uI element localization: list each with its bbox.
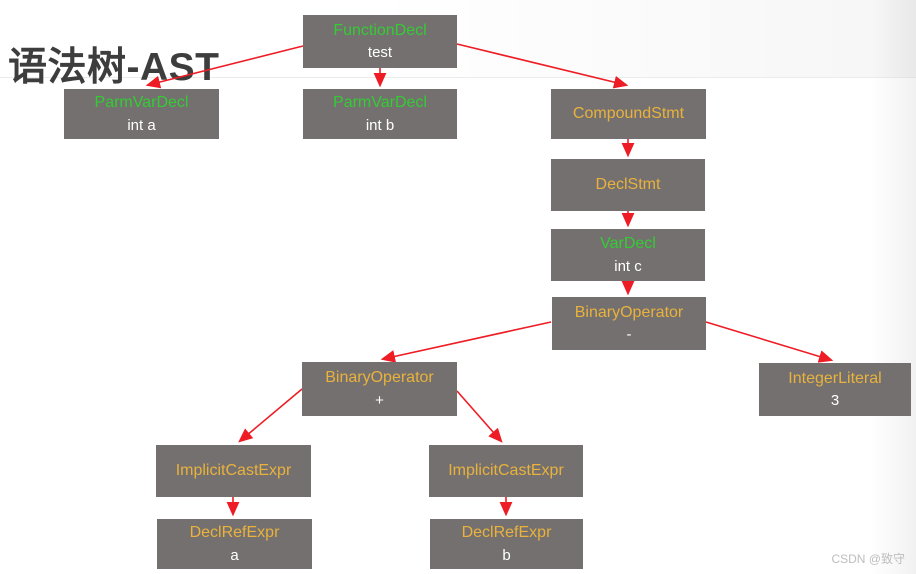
edge-binary-operator-minus-to-integer-literal [705, 321, 834, 363]
ast-node-value: b [502, 546, 511, 564]
ast-node-value: a [230, 546, 239, 564]
watermark: CSDN @致守 [831, 552, 905, 566]
ast-node-var-decl: VarDecl int c [551, 229, 705, 281]
ast-node-label: BinaryOperator [574, 303, 684, 321]
ast-node-decl-stmt: DeclStmt [551, 159, 705, 211]
ast-node-value: - [626, 326, 632, 344]
ast-node-label: ImplicitCastExpr [175, 461, 292, 479]
edge-binary-operator-plus-to-implicit-cast-expr-b [456, 390, 503, 443]
ast-node-value: 3 [830, 392, 840, 410]
ast-node-label: BinaryOperator [325, 369, 434, 387]
ast-node-label: DeclRefExpr [189, 524, 280, 542]
edge-binary-operator-plus-to-implicit-cast-expr-a [238, 388, 303, 443]
edge-function-decl-to-compound-stmt [456, 43, 629, 89]
ast-node-integer-literal: IntegerLiteral 3 [759, 363, 911, 416]
ast-node-value: test [367, 44, 393, 62]
ast-node-compound-stmt: CompoundStmt [551, 89, 706, 139]
ast-node-label: CompoundStmt [572, 104, 685, 122]
ast-node-label: IntegerLiteral [788, 369, 882, 387]
ast-node-decl-ref-expr-a: DeclRefExpr a [157, 519, 312, 569]
ast-node-parm-var-decl-a: ParmVarDecl int a [64, 89, 219, 139]
ast-node-label: ParmVarDecl [333, 94, 427, 112]
edge-binary-operator-minus-to-binary-operator-plus [380, 321, 552, 363]
ast-node-value: int c [614, 257, 642, 275]
ast-node-label: ParmVarDecl [94, 94, 189, 112]
ast-node-label: ImplicitCastExpr [448, 461, 564, 479]
ast-node-implicit-cast-expr-a: ImplicitCastExpr [156, 445, 311, 497]
ast-node-binary-operator-minus: BinaryOperator - [552, 297, 706, 350]
ast-node-value: int b [365, 116, 395, 134]
ast-node-function-decl: FunctionDecl test [303, 15, 457, 68]
ast-node-value: int a [127, 116, 156, 134]
ast-node-label: DeclStmt [595, 175, 661, 193]
ast-node-value: + [375, 391, 384, 409]
ast-node-label: FunctionDecl [333, 21, 427, 39]
page-title: 语法树-AST [8, 46, 220, 90]
ast-node-implicit-cast-expr-b: ImplicitCastExpr [429, 445, 583, 497]
ast-node-parm-var-decl-b: ParmVarDecl int b [303, 89, 457, 139]
ast-node-binary-operator-plus: BinaryOperator + [302, 362, 457, 416]
ast-node-label: VarDecl [600, 235, 656, 253]
right-edge-shading [870, 0, 916, 574]
ast-node-decl-ref-expr-b: DeclRefExpr b [430, 519, 583, 569]
ast-node-label: DeclRefExpr [461, 524, 552, 542]
